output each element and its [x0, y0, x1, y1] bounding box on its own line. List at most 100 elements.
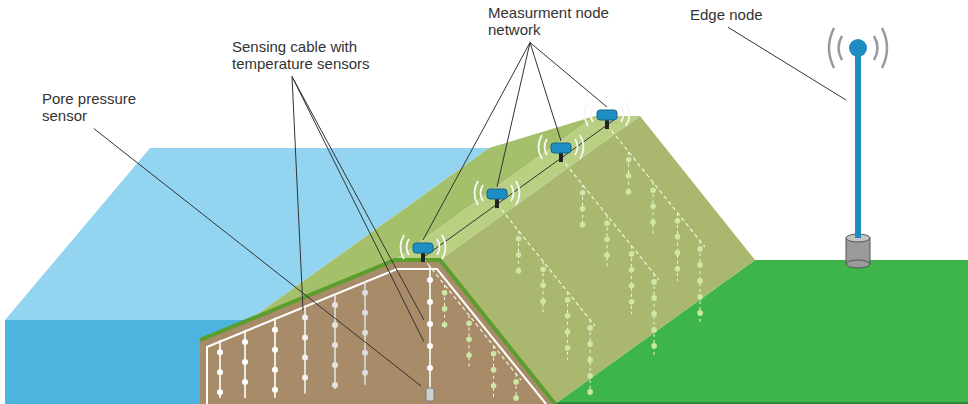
temperature-sensor [587, 389, 593, 395]
temperature-sensor [302, 354, 308, 360]
temperature-sensor [650, 220, 656, 226]
signal-arc [621, 106, 624, 122]
signal-arc [539, 135, 543, 159]
temperature-sensor [302, 374, 308, 380]
signal-arc [626, 102, 630, 126]
temperature-sensor [217, 369, 223, 375]
temperature-sensor [513, 379, 519, 385]
temperature-sensor [217, 389, 223, 395]
leader-lines [94, 27, 846, 386]
temperature-sensor [466, 337, 472, 343]
temperature-sensor [540, 267, 546, 273]
temperature-sensor [442, 290, 448, 296]
temperature-sensor [332, 362, 338, 368]
temperature-sensor [362, 350, 368, 356]
levee-crest [395, 116, 640, 260]
levee-cross-section [200, 260, 555, 404]
leader-line [94, 129, 421, 387]
network-cable [561, 158, 659, 280]
temperature-sensor [580, 206, 586, 212]
temperature-sensor [491, 367, 497, 373]
temperature-sensor [697, 278, 703, 284]
signal-arc [511, 185, 514, 201]
signal-arc [839, 36, 843, 60]
temperature-sensor [427, 299, 433, 305]
temperature-sensor [442, 306, 448, 312]
temperature-sensor [362, 290, 368, 296]
temperature-sensor [217, 349, 223, 355]
temperature-sensor [362, 330, 368, 336]
temperature-sensor [629, 299, 635, 305]
temperature-sensor [427, 365, 433, 371]
leader-line [292, 77, 303, 311]
temperature-sensor [272, 327, 278, 333]
temperature-sensor [540, 283, 546, 289]
ground-edge [555, 402, 968, 404]
temperature-sensor [675, 218, 681, 224]
signal-arc [591, 106, 594, 122]
temperature-sensor [604, 237, 610, 243]
measurement-node [585, 102, 630, 129]
temperature-sensor [651, 327, 657, 333]
temperature-sensor [427, 321, 433, 327]
temperature-sensor [466, 321, 472, 327]
temperature-sensor [516, 268, 522, 274]
temperature-sensor [675, 250, 681, 256]
temperature-sensor [332, 382, 338, 388]
temperature-sensor [580, 222, 586, 228]
leader-line [497, 43, 530, 188]
temperature-sensor [629, 251, 635, 257]
temperature-sensor [516, 236, 522, 242]
antenna-ball [849, 39, 867, 57]
temperature-sensor [242, 379, 248, 385]
front-cables [217, 266, 433, 398]
network-drop [516, 374, 517, 398]
temperature-sensor [540, 299, 546, 305]
callout-label: Measurment node network [488, 4, 628, 39]
temperature-sensor [466, 353, 472, 359]
signal-arc [545, 139, 548, 155]
pore-pressure-sensor [426, 388, 434, 401]
signal-arc [475, 181, 479, 205]
leader-line [423, 43, 530, 241]
temperature-sensor [650, 188, 656, 194]
leader-line [292, 77, 424, 321]
network-cable [497, 204, 595, 326]
inner-sensing-cable [207, 269, 546, 404]
temperature-sensor [626, 173, 632, 179]
temperature-sensor [302, 314, 308, 320]
temperature-sensor [272, 347, 278, 353]
temperature-sensor [697, 294, 703, 300]
signal-arc [401, 235, 405, 259]
temperature-sensor [580, 190, 586, 196]
temperature-sensor [651, 311, 657, 317]
edge-node-tower [829, 28, 887, 268]
signal-arc [829, 28, 834, 68]
leader-line [292, 77, 424, 343]
temperature-sensor [491, 383, 497, 389]
signal-arc [481, 185, 484, 201]
temperature-sensor [650, 204, 656, 210]
signal-arc [516, 181, 520, 205]
temperature-sensor [427, 277, 433, 283]
network-cable [423, 258, 521, 380]
signal-arc [437, 239, 440, 255]
temperature-sensor [442, 322, 448, 328]
temperature-sensor [362, 370, 368, 376]
temperature-sensor [675, 266, 681, 272]
node-box [551, 143, 571, 153]
signal-arc [585, 102, 589, 126]
temperature-sensor [565, 329, 571, 335]
temperature-sensor [629, 267, 635, 273]
tower-pole [855, 55, 861, 238]
temperature-sensor [604, 253, 610, 259]
temperature-sensor [242, 359, 248, 365]
callout-label: Edge node [690, 6, 785, 23]
temperature-sensor [629, 283, 635, 289]
temperature-sensor [587, 341, 593, 347]
temperature-sensor [697, 262, 703, 268]
temperature-sensor [697, 310, 703, 316]
leader-line [728, 27, 846, 100]
signal-arc [575, 139, 578, 155]
